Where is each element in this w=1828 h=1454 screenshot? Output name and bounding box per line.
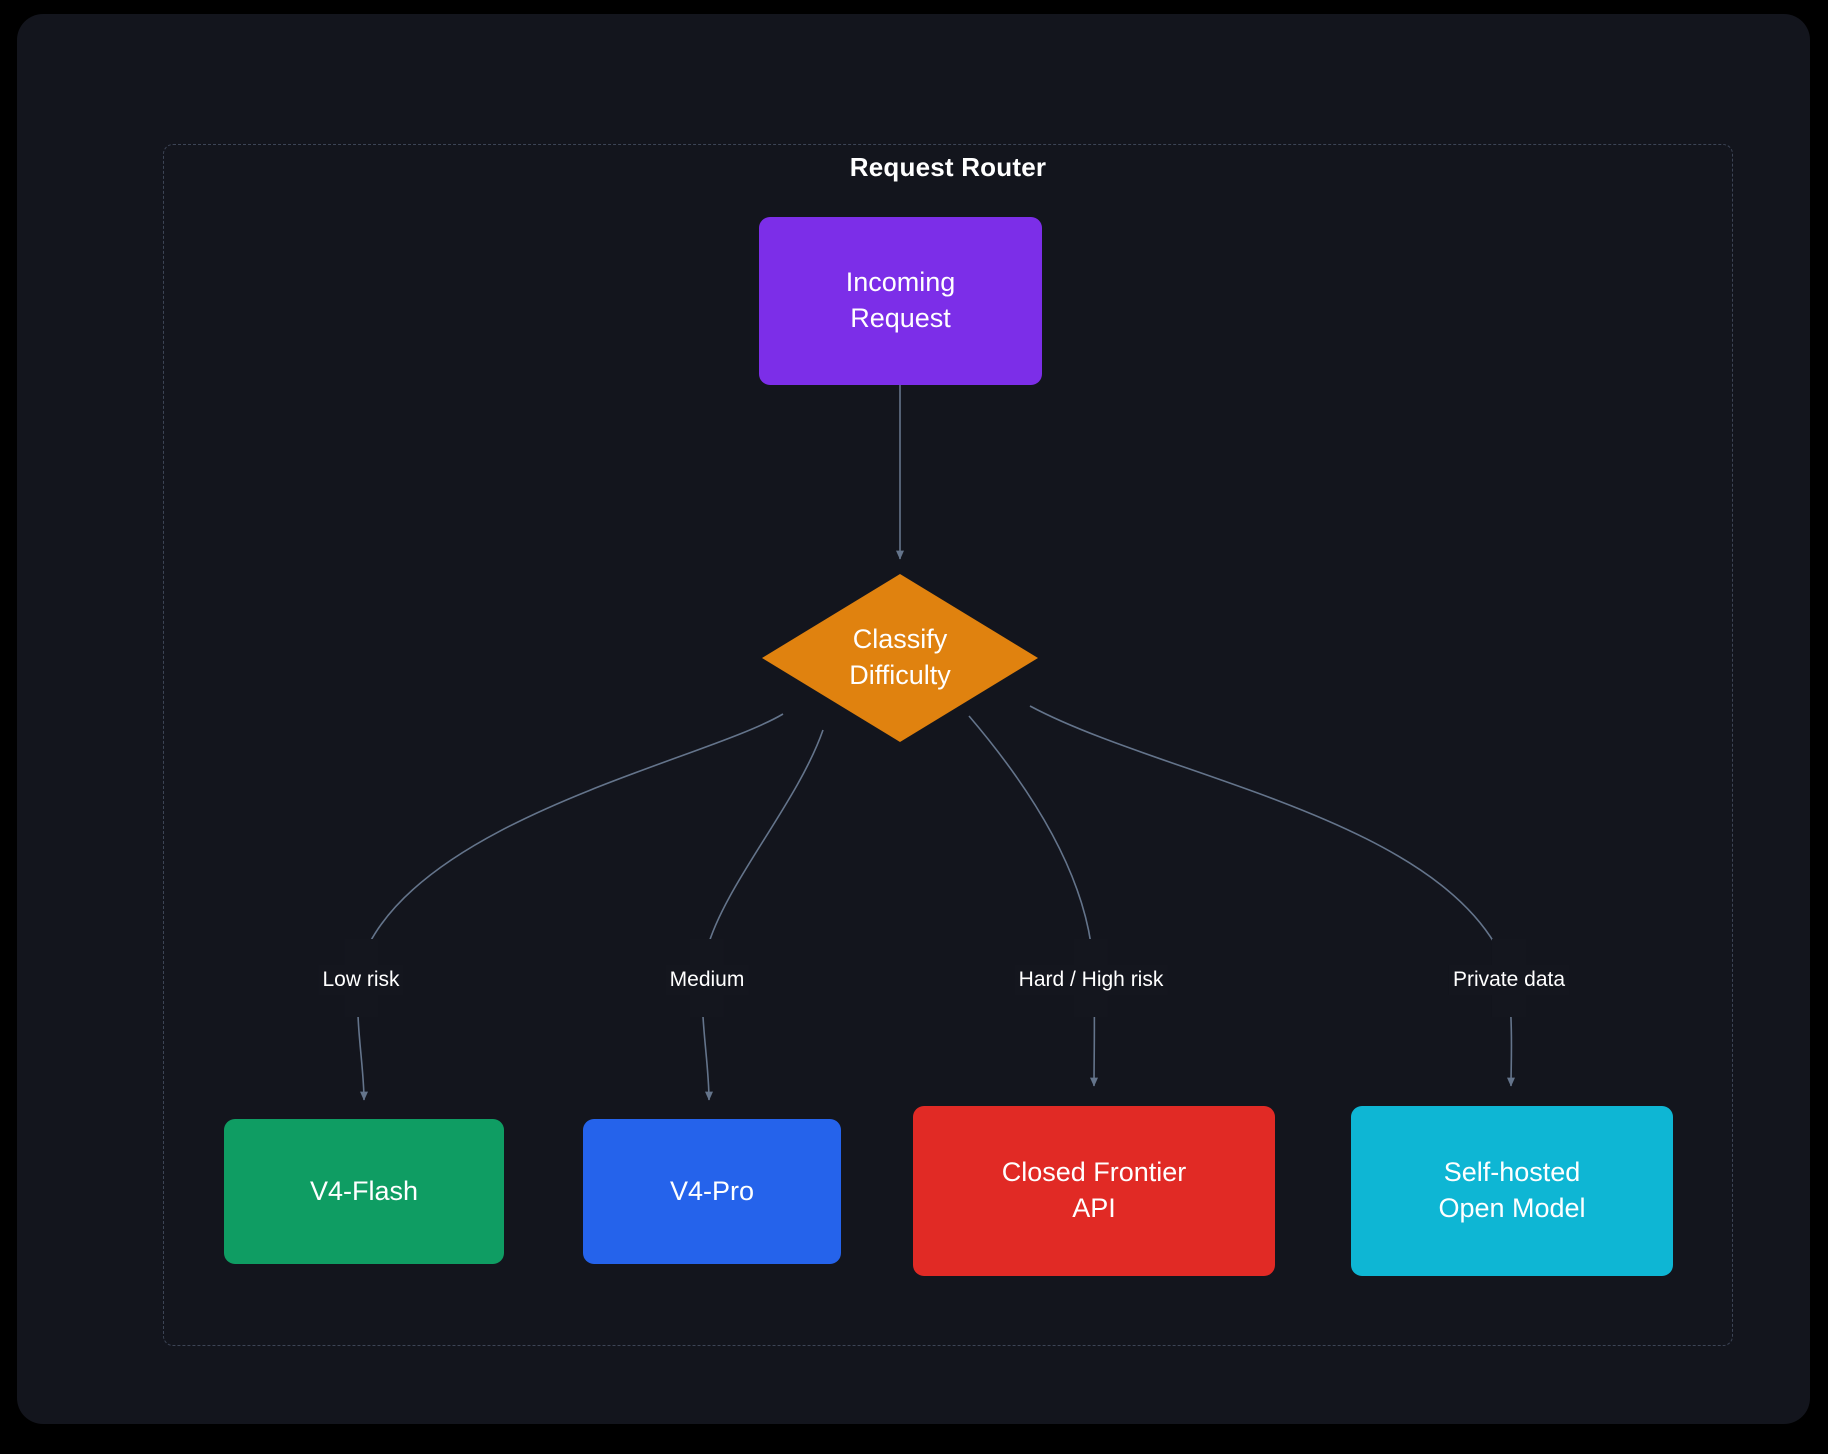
edge-label-hard-high-risk: Hard / High risk bbox=[1014, 939, 1168, 1017]
node-classify-difficulty[interactable]: Classify Difficulty bbox=[762, 574, 1038, 742]
node-v4-flash-label: V4-Flash bbox=[309, 1175, 419, 1206]
node-self-hosted-open-model-label: Self-hosted Open Model bbox=[1438, 1157, 1586, 1223]
diagram-card: Request Router Incoming Request Classify… bbox=[17, 14, 1810, 1424]
node-incoming-request-label: Incoming Request bbox=[845, 267, 956, 333]
subgraph-request-router bbox=[163, 144, 1733, 1346]
page-title: Request Router bbox=[849, 152, 1047, 182]
node-v4-flash[interactable]: V4-Flash bbox=[224, 1119, 504, 1264]
edge-label-private-data: Private data bbox=[1448, 939, 1570, 1017]
node-incoming-request[interactable]: Incoming Request bbox=[759, 217, 1042, 385]
node-classify-difficulty-label: Classify Difficulty bbox=[849, 624, 951, 690]
node-v4-pro-label: V4-Pro bbox=[669, 1175, 755, 1206]
edge-label-low-risk: Low risk bbox=[318, 939, 404, 1017]
node-closed-frontier-api[interactable]: Closed Frontier API bbox=[913, 1106, 1275, 1276]
edge-label-medium: Medium bbox=[665, 939, 749, 1017]
node-v4-pro[interactable]: V4-Pro bbox=[583, 1119, 841, 1264]
node-self-hosted-open-model[interactable]: Self-hosted Open Model bbox=[1351, 1106, 1673, 1276]
node-closed-frontier-api-label: Closed Frontier API bbox=[1001, 1157, 1187, 1223]
